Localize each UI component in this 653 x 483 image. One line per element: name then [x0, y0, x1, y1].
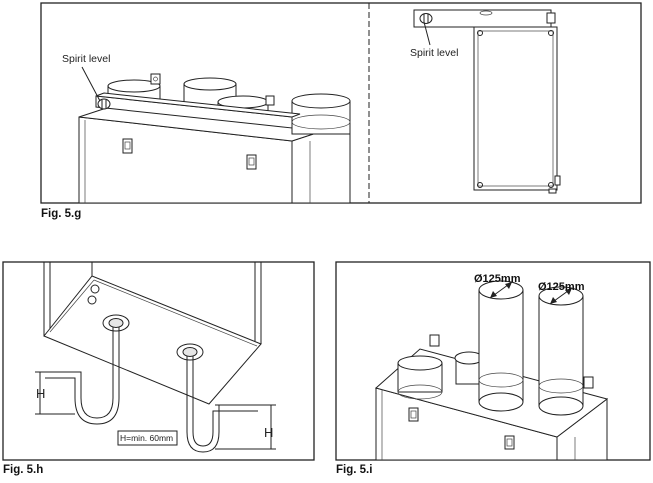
min-height-note-box [117, 430, 178, 446]
drain-trap-left [45, 327, 120, 425]
spirit-level-leader-left [81, 66, 101, 102]
unit-bottom-view [43, 262, 262, 405]
min-height-note: H=min. 60mm [120, 433, 173, 443]
height-dimension-left: H [35, 371, 75, 415]
latch-right [246, 154, 257, 170]
panel-fig-5g: Spirit level Spirit level [40, 2, 642, 204]
unit-side-view [413, 9, 561, 194]
height-h-label-left: H [36, 386, 45, 401]
duct-tall-2 [538, 286, 584, 416]
figure-caption-5g: Fig. 5.g [41, 208, 81, 220]
spirit-level-bar-side [413, 9, 552, 28]
diameter-label-1: Ø125mm [474, 273, 521, 285]
duct-tall-1 [478, 280, 524, 412]
latch-left [122, 138, 133, 154]
spirit-level-bubble-side-icon [419, 13, 433, 24]
panel-fig-5i: Ø125mm Ø125mm [335, 261, 651, 461]
figure-caption-5h: Fig. 5.h [3, 464, 43, 476]
height-dimension-right: H [215, 404, 276, 450]
spirit-level-bar-front [95, 73, 301, 129]
diameter-label-2: Ø125mm [538, 281, 585, 293]
drain-trap-right [186, 356, 258, 453]
height-h-label-right: H [264, 425, 273, 440]
figure-caption-5i: Fig. 5.i [336, 464, 372, 476]
panel-fig-5h: H H H=min. 60mm [2, 261, 315, 461]
latch-top-left [408, 407, 419, 422]
spirit-level-bubble-icon [97, 98, 111, 110]
latch-top-right [504, 435, 515, 450]
duct-collars-short [397, 351, 484, 400]
spirit-level-label-right: Spirit level [410, 47, 458, 59]
spirit-level-label-left: Spirit level [62, 53, 110, 65]
panel-5h-frame [2, 261, 315, 461]
spirit-level-leader-right [423, 21, 431, 46]
